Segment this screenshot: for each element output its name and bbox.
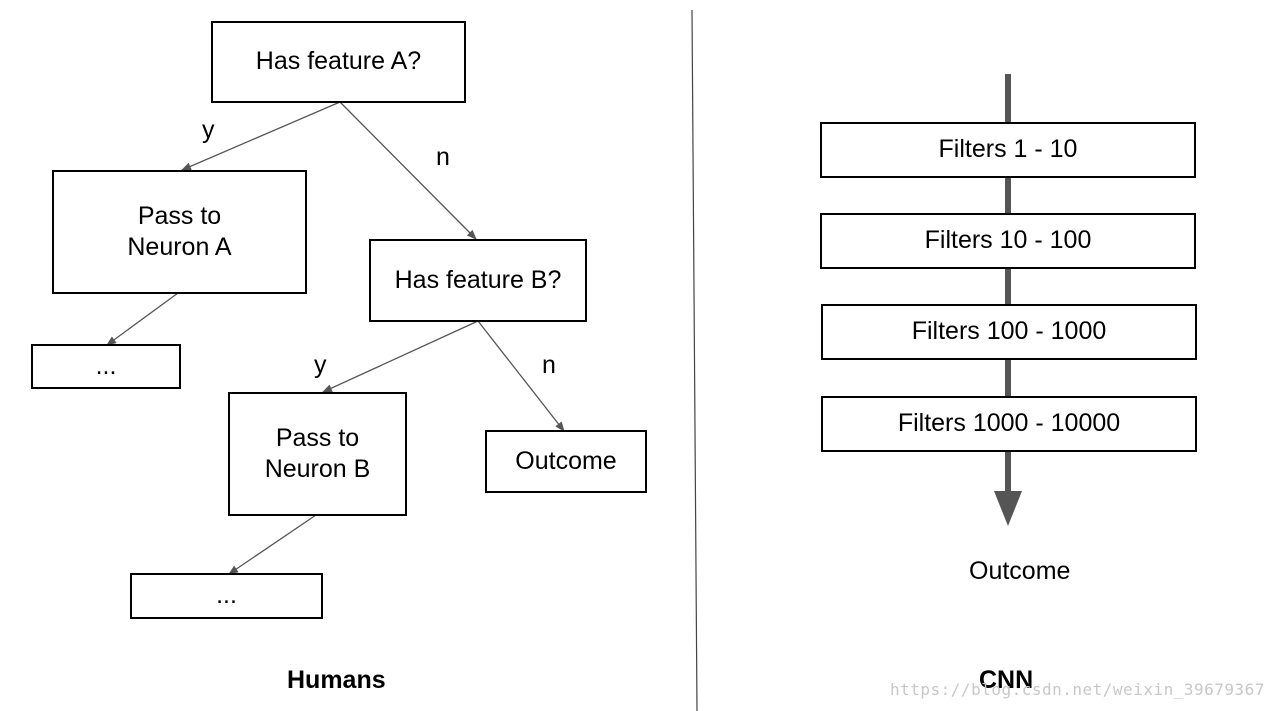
edge-b-no bbox=[477, 320, 565, 432]
has-feature-b-label: Has feature B? bbox=[394, 265, 562, 294]
cnn-arrowhead bbox=[994, 491, 1022, 526]
outcome-node: Outcome bbox=[485, 430, 647, 493]
ellipsis-b-label: ... bbox=[216, 581, 237, 610]
edge-a-yes bbox=[181, 101, 341, 171]
edge-a-no bbox=[339, 101, 477, 240]
cnn-filter-label-3: Filters 100 - 1000 bbox=[911, 317, 1107, 346]
pass-neuron-a-line2: Neuron A bbox=[127, 233, 232, 261]
cnn-filter-box-4: Filters 1000 - 10000 bbox=[821, 396, 1197, 452]
ellipsis-b-node: ... bbox=[130, 573, 323, 619]
edge-neuron-a bbox=[106, 292, 179, 346]
has-feature-a-label: Has feature A? bbox=[255, 47, 422, 76]
cnn-outcome-label: Outcome bbox=[969, 557, 1071, 585]
cnn-filter-box-2: Filters 10 - 100 bbox=[820, 213, 1196, 269]
has-feature-a-node: Has feature A? bbox=[211, 21, 466, 103]
humans-caption: Humans bbox=[287, 666, 386, 694]
pass-neuron-a-line1: Pass to bbox=[137, 201, 222, 230]
pass-neuron-b-line2: Neuron B bbox=[264, 455, 371, 483]
branch-label-b-yes: y bbox=[314, 351, 327, 379]
cnn-filter-label-2: Filters 10 - 100 bbox=[924, 226, 1092, 255]
pass-neuron-a-node: Pass to Neuron A bbox=[52, 170, 307, 294]
branch-label-b-no: n bbox=[542, 351, 556, 379]
edge-neuron-b bbox=[228, 514, 317, 575]
pass-neuron-b-node: Pass to Neuron B bbox=[228, 392, 407, 516]
cnn-filter-label-4: Filters 1000 - 10000 bbox=[897, 409, 1121, 438]
watermark-url: https://blog.csdn.net/weixin_39679367 bbox=[890, 680, 1265, 699]
cnn-caption: CNN bbox=[979, 666, 1034, 694]
ellipsis-a-node: ... bbox=[31, 344, 181, 389]
branch-label-a-no: n bbox=[436, 143, 450, 171]
cnn-filter-box-1: Filters 1 - 10 bbox=[820, 122, 1196, 178]
has-feature-b-node: Has feature B? bbox=[369, 239, 587, 322]
pass-neuron-b-line1: Pass to bbox=[275, 423, 360, 452]
section-divider bbox=[691, 9, 698, 711]
cnn-filter-box-3: Filters 100 - 1000 bbox=[821, 304, 1197, 360]
branch-label-a-yes: y bbox=[202, 116, 215, 144]
cnn-filter-label-1: Filters 1 - 10 bbox=[938, 135, 1078, 164]
ellipsis-a-label: ... bbox=[95, 351, 117, 380]
outcome-label: Outcome bbox=[515, 446, 617, 475]
edge-b-yes bbox=[322, 320, 479, 393]
